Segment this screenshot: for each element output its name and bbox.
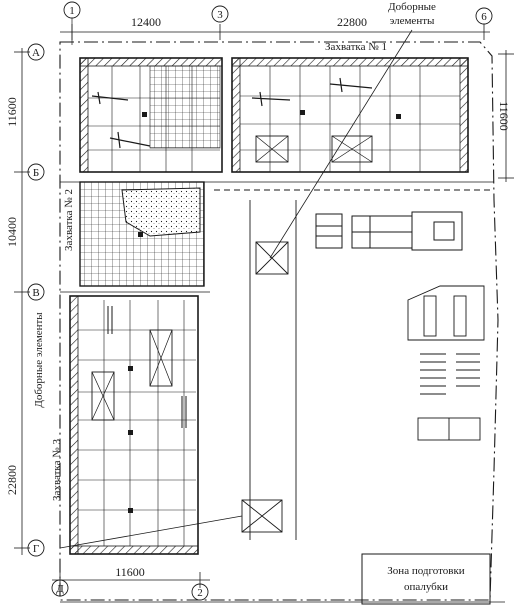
axis-marker-v: В: [27, 283, 45, 301]
dim-left-2: 10400: [5, 217, 19, 247]
crane-track: [214, 189, 494, 540]
label-zakhvatka-1: Захватка № 1: [325, 41, 387, 53]
axis-marker-g: Г: [27, 539, 45, 557]
capture-1-left-section: [79, 57, 223, 173]
svg-text:Б: Б: [33, 167, 39, 179]
axis-marker-6: 6: [475, 7, 493, 25]
zone-label-line1: Зона подготовки: [387, 565, 464, 577]
truck-mixer: [315, 211, 463, 251]
dim-right-side: 11600: [497, 101, 511, 131]
label-zakhvatka-3: Захватка № 3: [51, 439, 63, 501]
dim-left-1: 11600: [5, 97, 19, 127]
storage-area: [407, 285, 485, 441]
label-dobornye-left: Доборные элементы: [33, 312, 45, 408]
formwork-prep-zone: Зона подготовки опалубки: [361, 553, 491, 605]
dim-top-right: 22800: [337, 15, 367, 29]
zone-label-line2: опалубки: [404, 581, 448, 593]
svg-text:Г: Г: [33, 543, 39, 555]
label-zakhvatka-2: Захватка № 2: [63, 189, 75, 251]
axis-marker-b: Б: [27, 163, 45, 181]
svg-text:6: 6: [481, 11, 487, 23]
svg-text:3: 3: [217, 9, 223, 21]
svg-text:2: 2: [197, 587, 203, 599]
axis-marker-a: А: [27, 43, 45, 61]
axis-marker-1: 1: [63, 1, 81, 45]
capture-3-section: [69, 295, 199, 555]
svg-text:В: В: [32, 287, 39, 299]
axis-marker-2: 2: [191, 583, 209, 601]
capture-2-section: [79, 181, 205, 287]
dim-left-3: 22800: [5, 465, 19, 495]
label-dobornye-top-2: элементы: [390, 15, 435, 27]
dimension-lines: [14, 24, 514, 603]
leader-lines: [59, 29, 413, 549]
svg-text:А: А: [32, 47, 40, 59]
dim-bottom: 11600: [115, 565, 145, 579]
capture-1-right-section: [231, 57, 469, 173]
dimension-texts: 12400 22800 11600 11600 10400 22800 1160…: [5, 15, 511, 579]
axis-marker-3: 3: [211, 5, 229, 23]
labels: Доборные элементы Захватка № 1 Захватка …: [33, 1, 436, 501]
dim-top-left: 12400: [131, 15, 161, 29]
label-dobornye-top-1: Доборные: [388, 1, 436, 13]
svg-text:1: 1: [69, 5, 75, 17]
